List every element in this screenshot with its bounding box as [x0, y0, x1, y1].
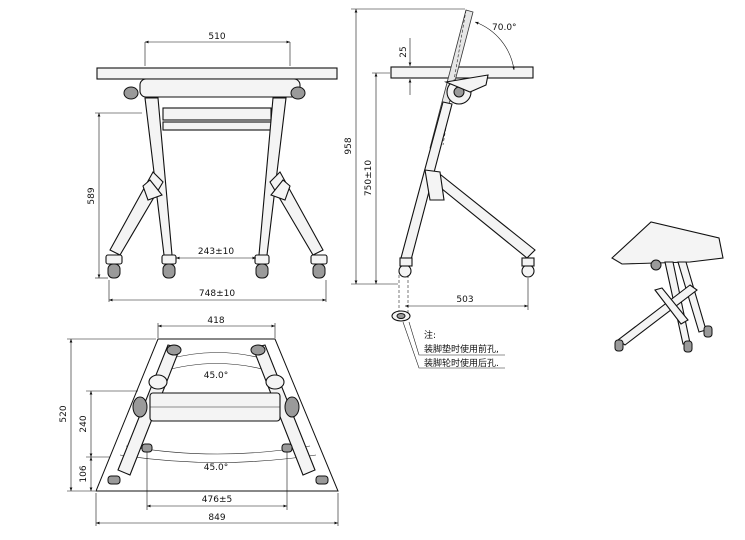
dim-plan-top-edge: 418 [207, 316, 224, 326]
dim-front-top-width: 510 [208, 32, 225, 42]
dim-plan-back-edge: 849 [208, 513, 225, 523]
front-knob-right [290, 86, 306, 100]
front-hinge-bar [139, 78, 301, 98]
note-block: 注: 装脚垫时使用前孔, 装脚轮时使用后孔. [402, 321, 505, 369]
dim-plan-front: 106 [79, 465, 89, 482]
dim-side-angle: 70.0° [492, 23, 517, 33]
iso-leg-left [617, 284, 698, 346]
side-tabletop [390, 66, 534, 79]
plan-view: 418 45.0° 45.0° 520 240 106 476±5 849 [59, 316, 339, 526]
note-title: 注: [424, 329, 436, 341]
front-left-leg [109, 171, 164, 256]
dim-side-top-thickness: 25 [399, 46, 409, 57]
front-crossbar [162, 107, 272, 121]
side-rear-leg [429, 174, 536, 259]
front-tabletop [96, 67, 338, 80]
dim-front-overall-width: 748±10 [199, 289, 235, 299]
front-crossbar-lower [162, 121, 272, 131]
iso-brace [654, 287, 689, 325]
front-right-leg [269, 171, 324, 256]
front-right-joint [270, 179, 291, 201]
dim-side-depth: 503 [456, 295, 473, 305]
dim-plan-mid: 240 [79, 415, 89, 432]
dim-front-height: 589 [87, 187, 97, 204]
iso-tabletop [611, 221, 724, 265]
dim-side-top-height: 750±10 [364, 160, 374, 196]
side-rear-wheel [521, 264, 535, 278]
side-front-wheel [398, 264, 412, 278]
note-line-1: 装脚垫时使用前孔, [424, 343, 499, 355]
front-view: 510 589 243±10 748±10 [87, 32, 338, 302]
front-wheels [105, 254, 328, 279]
dim-plan-depth: 520 [59, 405, 69, 422]
dim-side-total-height: 958 [344, 137, 354, 154]
plan-top-outline [95, 338, 339, 492]
dim-plan-angle-lower: 45.0° [204, 463, 229, 473]
front-left-joint [142, 179, 163, 201]
dim-plan-angle-upper: 45.0° [204, 371, 229, 381]
dim-front-wheel-gap: 243±10 [198, 247, 234, 257]
perspective-view [611, 221, 724, 353]
front-knob-left [123, 86, 139, 100]
dim-plan-wheel-span: 476±5 [202, 495, 232, 505]
side-leg-joint [424, 169, 445, 201]
note-line-2: 装脚轮时使用后孔. [424, 357, 499, 369]
side-view: 70.0° 25 958 750±10 503 [344, 8, 536, 322]
